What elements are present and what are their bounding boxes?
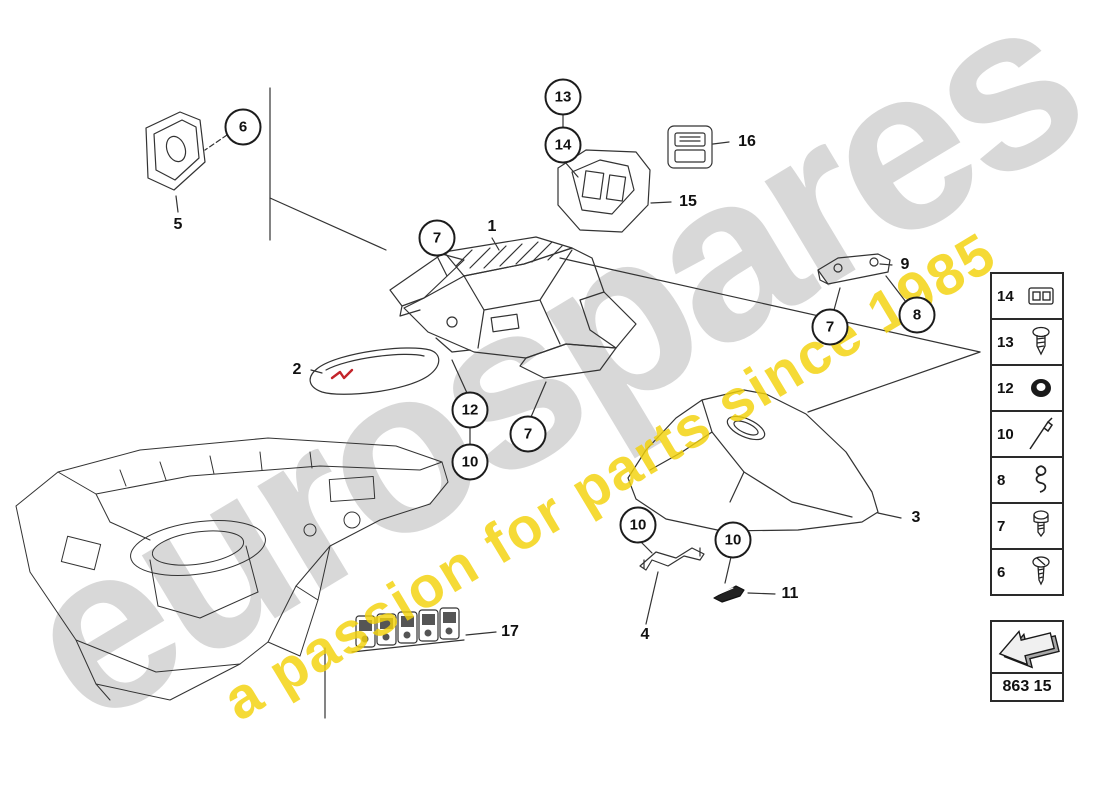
leader-lines (175, 87, 981, 719)
callout-part-3: 3 (911, 509, 921, 526)
callout-part-16: 16 (738, 133, 756, 150)
thumbnail-column: 14 13 12 10 8 (990, 272, 1064, 596)
thumbnail-part-13-label: 13 (997, 333, 1014, 351)
callout-part-10-c: 10 (714, 521, 752, 559)
screw-washer-icon (1032, 326, 1050, 356)
callout-part-4: 4 (640, 626, 650, 643)
part-2-trim (309, 347, 440, 395)
thumbnail-part-12: 12 (990, 364, 1064, 412)
callout-part-5: 5 (173, 216, 183, 233)
dashboard-sketch (15, 437, 449, 701)
callout-part-2: 2 (292, 361, 302, 378)
part-17-switch-bank (351, 607, 465, 653)
part-5-switch (145, 111, 206, 191)
screw-icon (1032, 556, 1050, 586)
callout-part-12: 12 (451, 391, 489, 429)
callout-part-7-a: 7 (418, 219, 456, 257)
part-4-bracket (639, 547, 705, 571)
emblem-red-logo (330, 368, 354, 380)
grommet-icon (1031, 379, 1051, 397)
bolt-icon (1033, 510, 1049, 538)
part-3-cover (627, 389, 879, 532)
callout-part-11: 11 (781, 585, 799, 602)
thumbnail-part-8: 8 (990, 456, 1064, 504)
thumbnail-part-12-label: 12 (997, 379, 1014, 397)
callout-part-8: 8 (898, 296, 936, 334)
thumbnail-part-7: 7 (990, 502, 1064, 550)
thumbnail-part-13: 13 (990, 318, 1064, 366)
callout-part-7-b: 7 (811, 308, 849, 346)
callout-part-13: 13 (544, 78, 582, 116)
callout-part-14: 14 (544, 126, 582, 164)
thumbnail-part-10-label: 10 (997, 425, 1014, 443)
part-1-switch-unit (389, 236, 637, 379)
rivet-pin-icon (1029, 417, 1054, 450)
spring-clip-icon (1035, 465, 1047, 493)
callout-part-9: 9 (900, 256, 910, 273)
part-15-switch-unit (557, 149, 651, 233)
part-11-clip (713, 585, 745, 603)
part-16-switch (667, 125, 713, 169)
callout-part-10-a: 10 (451, 443, 489, 481)
callout-part-15: 15 (679, 193, 697, 210)
thumbnail-part-10: 10 (990, 410, 1064, 458)
callout-part-17: 17 (501, 623, 519, 640)
callout-part-6: 6 (224, 108, 262, 146)
thumbnail-part-7-label: 7 (997, 517, 1006, 535)
thumbnail-part-8-label: 8 (997, 471, 1006, 489)
part-9-bracket (817, 253, 891, 285)
callout-part-1: 1 (487, 218, 497, 235)
thumbnail-part-6: 6 (990, 548, 1064, 596)
thumbnail-part-6-label: 6 (997, 563, 1006, 581)
switch-block-icon (1028, 287, 1054, 305)
callout-part-7-c: 7 (509, 415, 547, 453)
diagram-code: 863 15 (990, 672, 1064, 702)
direction-arrow-box (990, 620, 1064, 674)
diagram-footer: 863 15 (990, 620, 1064, 702)
thumbnail-part-14: 14 (990, 272, 1064, 320)
callout-part-10-b: 10 (619, 506, 657, 544)
thumbnail-part-14-label: 14 (997, 287, 1014, 305)
direction-arrow-icon (998, 629, 1060, 669)
